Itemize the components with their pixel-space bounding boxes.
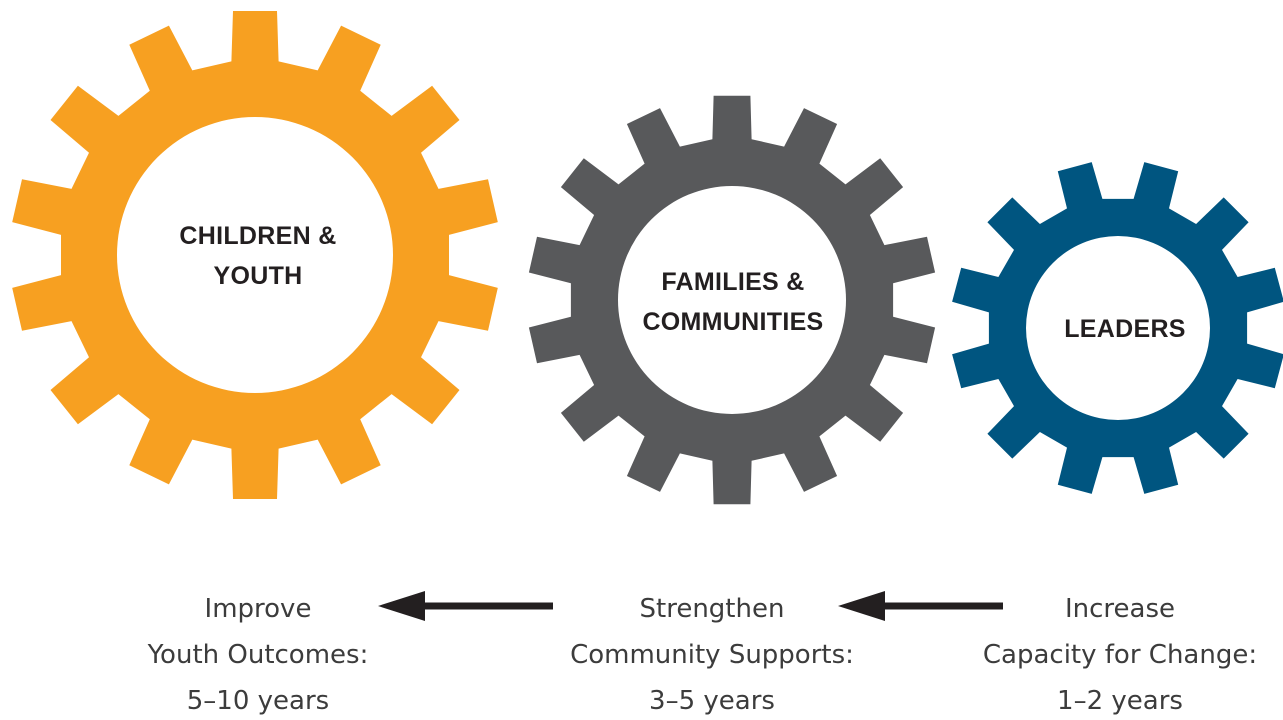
stage-subtitle: Youth Outcomes: [147,640,369,670]
stage-strengthen: Strengthen Community Supports: 3–5 years [570,594,854,716]
gear-label-line1: LEADERS [1064,315,1186,343]
gear-icon [12,11,498,499]
gear-label-line1: CHILDREN & [179,222,336,250]
stage-title: Strengthen [640,594,785,624]
stage-timeframe: 1–2 years [1057,686,1183,716]
arrow-left-icon [838,591,1003,621]
stage-title: Increase [1065,594,1175,624]
stage-timeframe: 5–10 years [187,686,329,716]
gear-families-communities: FAMILIES & COMMUNITIES [528,95,936,505]
gear-icon [952,162,1283,494]
stage-improve: Improve Youth Outcomes: 5–10 years [147,594,369,716]
arrow-left-icon [378,591,553,621]
gear-label-line2: YOUTH [214,262,303,290]
gear-leaders: LEADERS [952,162,1283,494]
stage-subtitle: Community Supports: [570,640,854,670]
gear-label-line1: FAMILIES & [661,268,804,296]
gear-icon [528,95,936,505]
stage-increase: Increase Capacity for Change: 1–2 years [983,594,1257,716]
stage-subtitle: Capacity for Change: [983,640,1257,670]
stage-title: Improve [205,594,312,624]
gear-label-line2: COMMUNITIES [642,308,823,336]
gear-children-youth: CHILDREN & YOUTH [12,11,498,499]
stage-timeframe: 3–5 years [649,686,775,716]
